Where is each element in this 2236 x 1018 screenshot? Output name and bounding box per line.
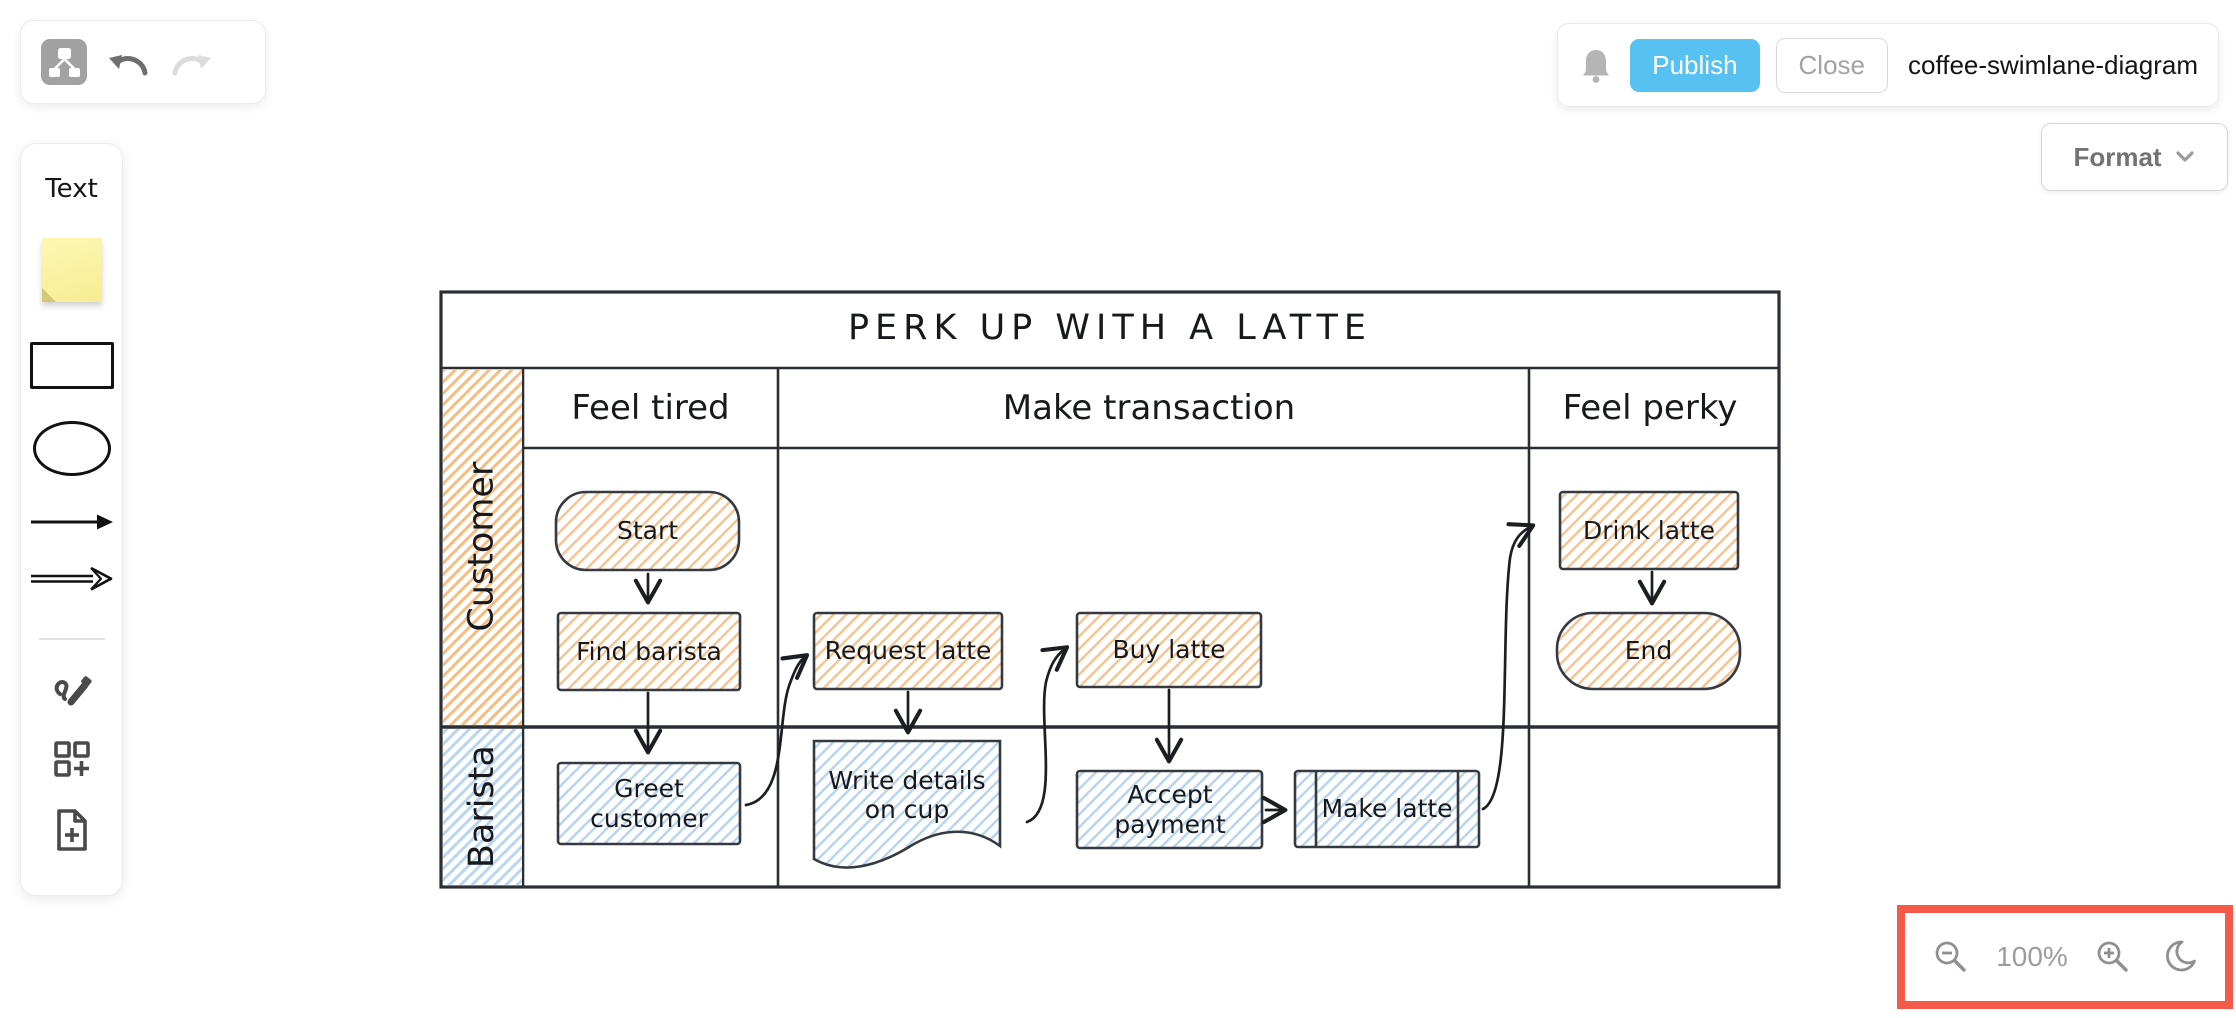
- zoom-out-button[interactable]: [1932, 938, 1970, 976]
- bell-icon: [1583, 50, 1610, 83]
- grid-plus-icon: [53, 741, 90, 777]
- node-find-barista[interactable]: [556, 611, 742, 692]
- redo-icon: [172, 55, 211, 76]
- barista-lane-fill: [443, 729, 522, 885]
- shape-library-tool[interactable]: [49, 736, 95, 782]
- node-greet-customer[interactable]: [556, 761, 742, 846]
- sticky-note-tool[interactable]: [41, 238, 102, 302]
- swimlane-grid: [439, 290, 1781, 889]
- pencil-scribble-icon: [54, 676, 92, 706]
- toolbar-left: [20, 20, 266, 104]
- document-title: coffee-swimlane-diagram: [1908, 49, 2198, 80]
- close-button[interactable]: Close: [1775, 37, 1889, 93]
- magnifier-minus-icon: [1935, 941, 1966, 972]
- file-plus-icon: [56, 809, 87, 851]
- node-accept-payment[interactable]: [1075, 769, 1264, 850]
- swimlane-diagram[interactable]: [439, 290, 1781, 890]
- node-start[interactable]: [554, 490, 741, 572]
- diagram-connectors[interactable]: [633, 522, 1667, 825]
- new-file-tool[interactable]: [49, 806, 95, 854]
- sidebar-divider: [38, 638, 105, 640]
- format-button[interactable]: Format: [2041, 123, 2228, 191]
- edge-greet-request: [744, 653, 810, 807]
- node-buy-latte[interactable]: [1075, 611, 1263, 689]
- customer-lane-fill: [443, 370, 522, 725]
- zoom-in-button[interactable]: [2094, 938, 2132, 976]
- node-request-latte[interactable]: [812, 611, 1004, 691]
- diagram-tool-button[interactable]: [41, 39, 87, 85]
- dark-mode-toggle[interactable]: [2158, 937, 2198, 977]
- flowchart-icon: [49, 48, 80, 77]
- undo-button[interactable]: [105, 41, 151, 83]
- thin-arrow-tool[interactable]: [29, 510, 115, 534]
- draw-tool[interactable]: [48, 666, 96, 712]
- thick-arrow-tool[interactable]: [27, 564, 117, 594]
- node-write-details-on-cup[interactable]: [812, 739, 1002, 869]
- notifications-button[interactable]: [1578, 45, 1614, 85]
- thick-arrow-icon: [30, 566, 112, 591]
- node-drink-latte[interactable]: [1558, 490, 1740, 571]
- node-make-latte[interactable]: [1293, 769, 1481, 849]
- undo-icon: [109, 55, 148, 76]
- format-button-label: Format: [2073, 141, 2162, 172]
- edge-make-drink: [1481, 522, 1536, 811]
- zoom-controls-highlight: 100%: [1897, 905, 2233, 1009]
- edge-write-buy: [1025, 645, 1070, 824]
- magnifier-plus-icon: [2097, 941, 2128, 972]
- chevron-down-icon: [2175, 151, 2194, 162]
- rectangle-tool[interactable]: [29, 342, 114, 389]
- ellipse-tool[interactable]: [32, 421, 111, 476]
- toolbar-right: Publish Close coffee-swimlane-diagram: [1557, 23, 2219, 107]
- redo-button[interactable]: [169, 41, 215, 83]
- moon-icon: [2165, 940, 2196, 972]
- publish-button[interactable]: Publish: [1630, 38, 1760, 92]
- tool-sidebar: Text: [20, 143, 123, 896]
- thin-arrow-icon: [30, 514, 113, 530]
- zoom-level: 100%: [1996, 941, 2068, 972]
- node-end[interactable]: [1555, 611, 1742, 691]
- text-tool[interactable]: Text: [45, 174, 98, 204]
